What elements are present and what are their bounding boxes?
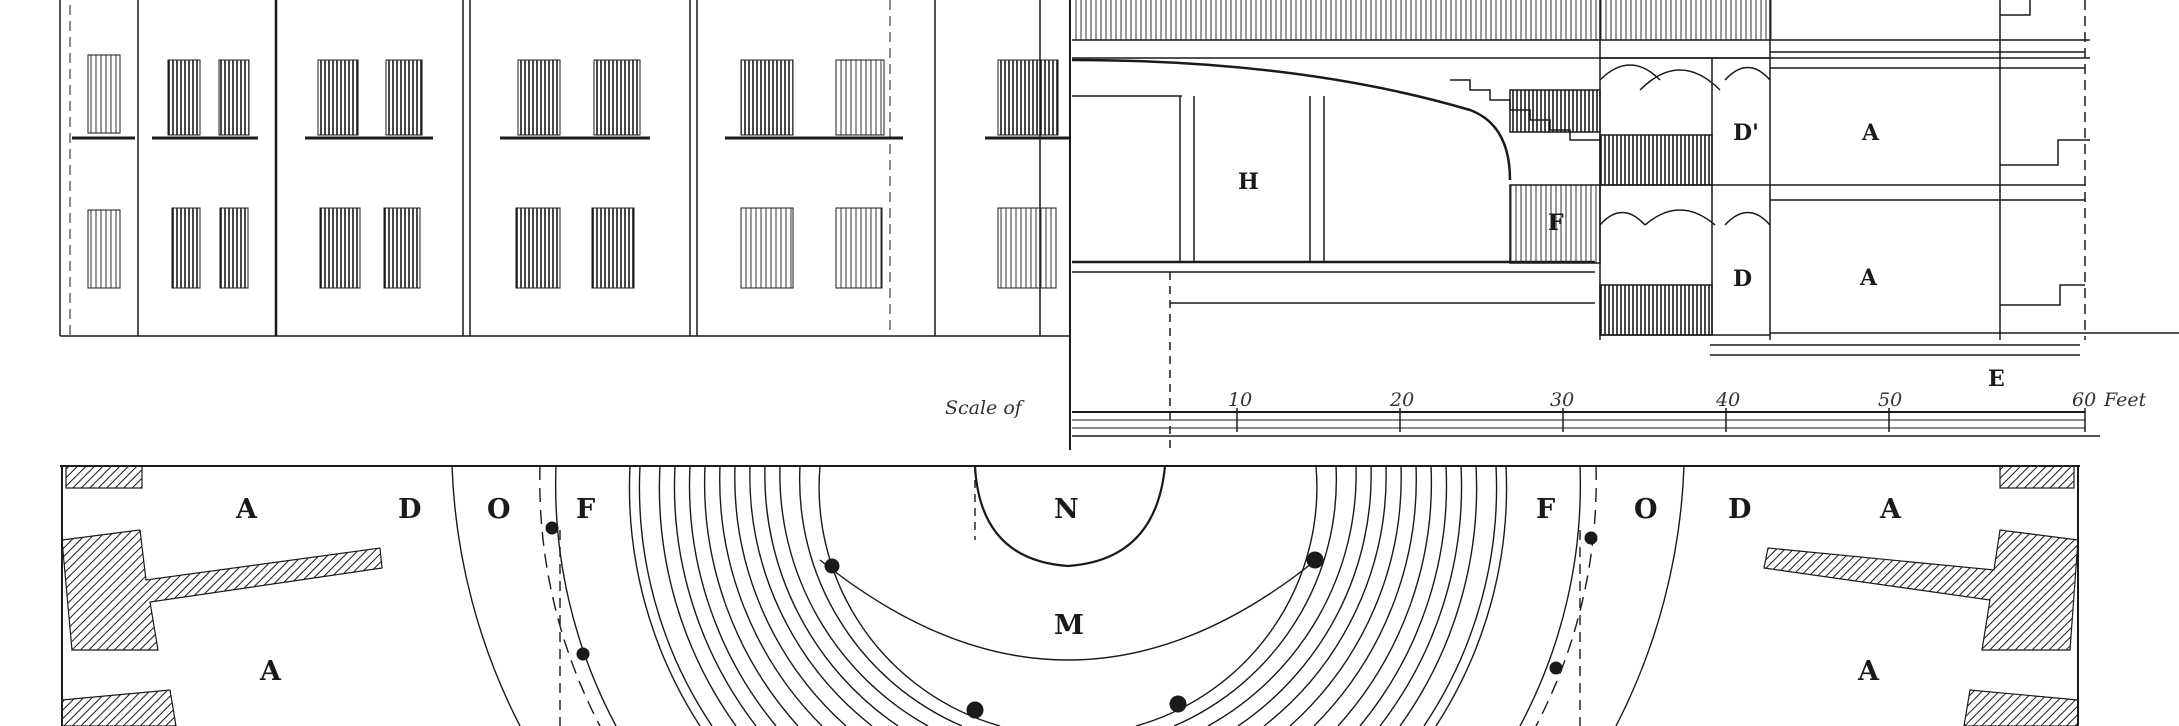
label-H: H xyxy=(1238,169,1259,195)
label-A-lower-section: A xyxy=(1859,265,1878,291)
label-E: E xyxy=(1988,366,2005,392)
label-M: M xyxy=(1054,610,1084,641)
label-A-left-bottom: A xyxy=(259,656,282,687)
elevation-windows xyxy=(87,54,1059,289)
label-A-upper-section: A xyxy=(1861,120,1880,146)
label-F-section: F xyxy=(1548,210,1564,236)
label-D-left: D xyxy=(398,494,421,525)
label-D-right: D xyxy=(1728,494,1751,525)
scale-unit: Feet xyxy=(2103,389,2147,411)
plan-columns xyxy=(545,521,1598,719)
facade-elevation xyxy=(59,0,1070,337)
label-O-right: O xyxy=(1634,494,1658,525)
label-A-left-top: A xyxy=(235,494,258,525)
label-F-right: F xyxy=(1536,494,1555,525)
plan-labels: A D O F A N M F O D A A xyxy=(235,494,1902,687)
label-D-lower: D xyxy=(1733,266,1752,292)
scale-caption: Scale of xyxy=(945,397,1025,419)
theatre-plan xyxy=(60,465,2080,726)
label-A-right-bottom: A xyxy=(1857,656,1880,687)
scale-tick-50: 50 xyxy=(1878,389,1902,411)
label-D-upper: D' xyxy=(1733,120,1759,146)
scale-tick-40: 40 xyxy=(1715,389,1740,411)
scale-tick-30: 30 xyxy=(1550,389,1574,411)
scale-bar: Scale of 10 20 30 40 50 60 Feet xyxy=(945,389,2147,432)
label-F-left: F xyxy=(576,494,595,525)
scale-tick-10: 10 xyxy=(1228,389,1252,411)
label-A-right-top: A xyxy=(1879,494,1902,525)
theatre-section xyxy=(1069,0,2179,450)
label-N: N xyxy=(1054,494,1079,525)
plan-walls xyxy=(61,465,2079,726)
section-labels: H F D' D A A E xyxy=(1238,120,2005,392)
label-O-left: O xyxy=(487,494,511,525)
scale-tick-60: 60 xyxy=(2072,389,2096,411)
scale-tick-20: 20 xyxy=(1389,389,1414,411)
